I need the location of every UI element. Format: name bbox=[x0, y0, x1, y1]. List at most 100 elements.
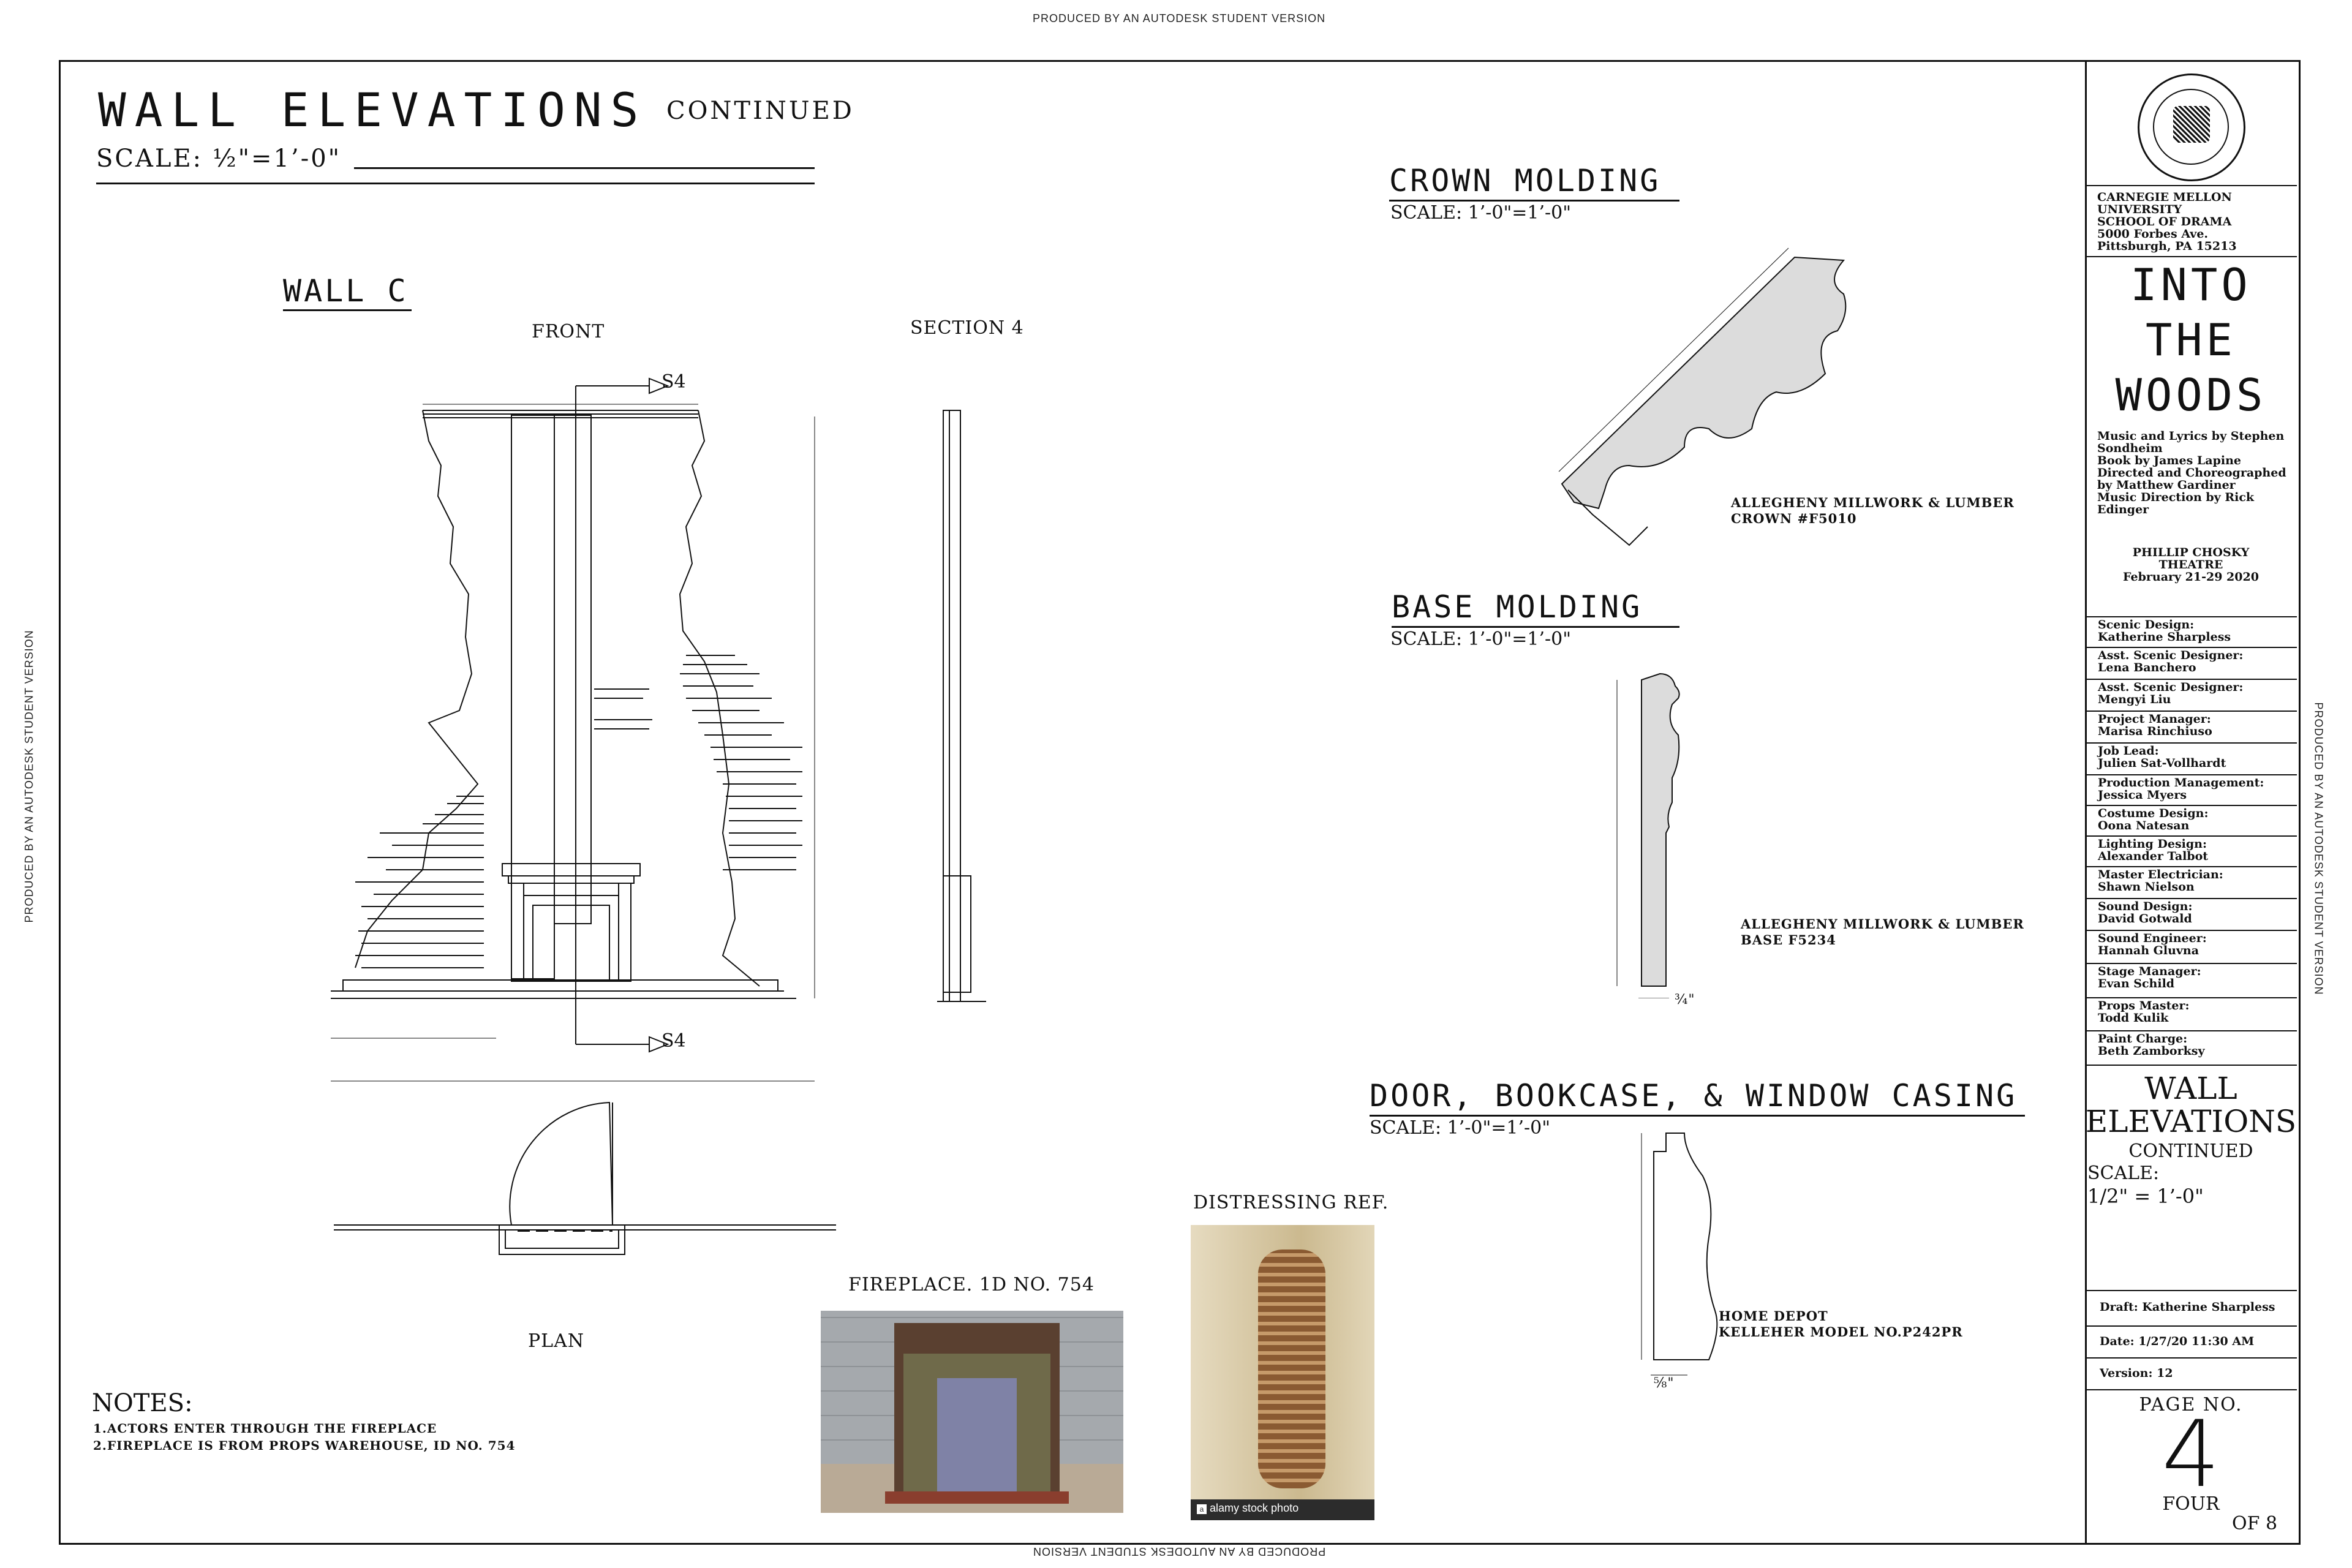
crew-5: Production Management:Jessica Myers bbox=[2098, 776, 2264, 802]
plan-drawing bbox=[334, 1101, 836, 1255]
tb-line-1 bbox=[2085, 185, 2297, 186]
crew-sep bbox=[2085, 647, 2297, 648]
watermark-top: PRODUCED BY AN AUTODESK STUDENT VERSION bbox=[1033, 12, 1326, 24]
stock-credit: a alamy stock photo bbox=[1197, 1502, 1298, 1515]
crown-scale: SCALE: 1’-0"=1’-0" bbox=[1390, 202, 1572, 224]
section-marker-top: S4 bbox=[662, 371, 686, 393]
university-block: CARNEGIE MELLON UNIVERSITY SCHOOL OF DRA… bbox=[2097, 190, 2237, 253]
casing-drawing bbox=[1641, 1133, 1718, 1376]
tb-sheet-name: WALL ELEVATIONS bbox=[2085, 1071, 2297, 1139]
crew-11: Stage Manager:Evan Schild bbox=[2098, 965, 2201, 990]
watermark-right: PRODUCED BY AN AUTODESK STUDENT VERSION bbox=[2312, 702, 2325, 995]
tb-scale-label: SCALE: bbox=[2087, 1163, 2160, 1184]
crew-sep bbox=[2085, 997, 2297, 998]
crew-sep bbox=[2085, 930, 2297, 931]
base-molding-drawing bbox=[1616, 673, 1680, 998]
distressing-ref-label: DISTRESSING REF. bbox=[1193, 1192, 1389, 1213]
tb-scale-value: 1/2" = 1’-0" bbox=[2087, 1185, 2204, 1208]
sheet-border bbox=[59, 60, 2301, 1545]
wall-c-underline bbox=[283, 309, 412, 311]
plan-label: PLAN bbox=[528, 1330, 585, 1352]
front-label: FRONT bbox=[532, 321, 605, 342]
seal-inner-ring bbox=[2153, 89, 2229, 165]
sheet-title: WALL ELEVATIONS bbox=[98, 83, 647, 137]
watermark-bottom: PRODUCED BY AN AUTODESK STUDENT VERSION bbox=[1033, 1545, 1326, 1558]
crown-title: CROWN MOLDING bbox=[1389, 163, 1661, 198]
crew-sep bbox=[2085, 742, 2297, 744]
notes-title: NOTES: bbox=[92, 1389, 193, 1417]
crew-sep bbox=[2085, 710, 2297, 712]
crew-3: Project Manager:Marisa Rinchiuso bbox=[2098, 712, 2212, 738]
casing-model: KELLEHER MODEL NO.P242PR bbox=[1719, 1324, 1963, 1340]
crew-sep bbox=[2085, 835, 2297, 837]
crew-9: Sound Design:David Gotwald bbox=[2098, 900, 2193, 925]
distressing-photo: a alamy stock photo bbox=[1191, 1225, 1374, 1520]
tb-line-date bbox=[2085, 1325, 2297, 1327]
crew-sep bbox=[2085, 1030, 2297, 1031]
tb-sheet-sub: CONTINUED bbox=[2128, 1140, 2253, 1162]
title-underline-2 bbox=[96, 183, 815, 184]
crew-bottom-line bbox=[2085, 1065, 2297, 1066]
casing-width-dim: ⅝" bbox=[1654, 1376, 1675, 1391]
crown-model: CROWN #F5010 bbox=[1731, 511, 1857, 526]
crew-sep bbox=[2085, 866, 2297, 867]
crew-7: Lighting Design:Alexander Talbot bbox=[2098, 837, 2209, 863]
crown-supplier: ALLEGHENY MILLWORK & LUMBER bbox=[1731, 495, 2015, 510]
tb-page-label: PAGE NO. bbox=[2139, 1394, 2243, 1415]
crew-10: Sound Engineer:Hannah Gluvna bbox=[2098, 932, 2207, 957]
crew-sep bbox=[2085, 679, 2297, 680]
tb-line-version bbox=[2085, 1357, 2297, 1359]
casing-supplier: HOME DEPOT bbox=[1719, 1308, 1828, 1324]
crew-8: Master Electrician:Shawn Nielson bbox=[2098, 868, 2223, 894]
note-2: 2.FIREPLACE IS FROM PROPS WAREHOUSE, ID … bbox=[93, 1438, 516, 1453]
crew-13: Paint Charge:Beth Zamborksy bbox=[2098, 1032, 2205, 1058]
tb-draft: Draft: Katherine Sharpless bbox=[2100, 1300, 2275, 1314]
base-title: BASE MOLDING bbox=[1392, 589, 1643, 625]
tb-page-word: FOUR bbox=[2162, 1493, 2220, 1515]
casing-title: DOOR, BOOKCASE, & WINDOW CASING bbox=[1370, 1078, 2018, 1114]
show-title: INTO THE WOODS bbox=[2115, 259, 2267, 421]
thistle-icon bbox=[2173, 106, 2210, 143]
crew-1: Asst. Scenic Designer:Lena Banchero bbox=[2098, 649, 2244, 674]
tb-version: Version: 12 bbox=[2100, 1366, 2173, 1380]
fireplace-ref-label: FIREPLACE. 1D NO. 754 bbox=[848, 1274, 1095, 1295]
title-underline bbox=[354, 167, 815, 169]
tb-date: Date: 1/27/20 11:30 AM bbox=[2100, 1335, 2255, 1348]
wall-c-elevation-drawing bbox=[331, 377, 986, 1082]
base-width-dim: ¾" bbox=[1675, 992, 1695, 1008]
title-block-divider bbox=[2085, 60, 2087, 1543]
crew-sep bbox=[2085, 805, 2297, 806]
show-credits: Music and Lyrics by Stephen Sondheim Boo… bbox=[2097, 429, 2286, 516]
base-supplier: ALLEGHENY MILLWORK & LUMBER bbox=[1741, 916, 2024, 932]
fireplace-photo bbox=[821, 1311, 1123, 1513]
tb-line-draft bbox=[2085, 1290, 2297, 1291]
note-1: 1.ACTORS ENTER THROUGH THE FIREPLACE bbox=[93, 1421, 437, 1436]
cmu-seal bbox=[2138, 74, 2245, 181]
crew-top-line bbox=[2085, 616, 2297, 617]
tb-line-page bbox=[2085, 1389, 2297, 1390]
sheet-title-suffix: CONTINUED bbox=[666, 97, 854, 125]
section-label: SECTION 4 bbox=[910, 317, 1024, 339]
crew-0: Scenic Design:Katherine Sharpless bbox=[2098, 618, 2231, 644]
base-scale: SCALE: 1’-0"=1’-0" bbox=[1390, 628, 1572, 650]
venue-block: PHILLIP CHOSKY THEATRE February 21-29 20… bbox=[2123, 546, 2259, 584]
stock-icon: a bbox=[1197, 1504, 1207, 1514]
casing-underline bbox=[1370, 1115, 2025, 1117]
wall-c-title: WALL C bbox=[283, 273, 409, 309]
crew-12: Props Master:Todd Kulik bbox=[2098, 999, 2190, 1025]
tb-line-2 bbox=[2085, 256, 2297, 257]
sheet-scale: SCALE: ½"=1’-0" bbox=[96, 145, 342, 173]
crown-underline bbox=[1389, 200, 1679, 202]
crew-sep bbox=[2085, 963, 2297, 964]
crown-molding-drawing bbox=[1558, 247, 1847, 546]
crew-6: Costume Design:Oona Natesan bbox=[2098, 807, 2209, 832]
tb-page-number: 4 bbox=[2162, 1401, 2220, 1508]
crew-2: Asst. Scenic Designer:Mengyi Liu bbox=[2098, 680, 2244, 706]
base-model: BASE F5234 bbox=[1741, 932, 1836, 948]
crew-4: Job Lead:Julien Sat-Vollhardt bbox=[2098, 744, 2226, 770]
crew-sep bbox=[2085, 898, 2297, 899]
base-underline bbox=[1392, 626, 1679, 628]
section-marker-bottom: S4 bbox=[662, 1030, 686, 1052]
watermark-left: PRODUCED BY AN AUTODESK STUDENT VERSION bbox=[23, 630, 36, 923]
casing-scale: SCALE: 1’-0"=1’-0" bbox=[1370, 1117, 1551, 1139]
